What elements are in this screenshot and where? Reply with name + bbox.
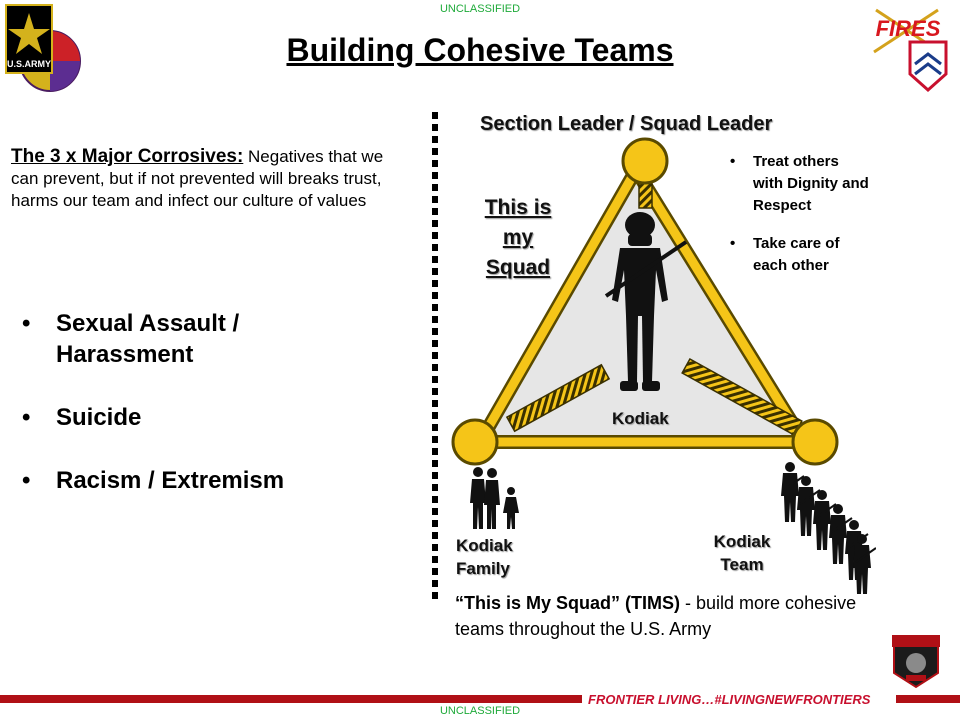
- corrosives-list: • Sexual Assault / Harassment • Suicide • R…: [22, 308, 352, 528]
- center-label: Kodiak: [612, 409, 669, 428]
- bullet: •: [730, 153, 736, 170]
- node-left: [451, 418, 499, 466]
- family-label: Kodiak Family: [456, 534, 513, 580]
- classification-top: UNCLASSIFIED: [439, 3, 521, 15]
- list-item: • Treat others with Dignity and Respect: [730, 151, 870, 217]
- node-top: [621, 137, 669, 185]
- list-item-text: Treat others with Dignity and Respect: [753, 153, 869, 214]
- list-item: • Racism / Extremism: [22, 465, 352, 496]
- list-item: • Take care of each other: [730, 233, 870, 277]
- tims-label: This is my Squad: [468, 193, 568, 283]
- fires-logo-text: FIRES: [876, 16, 941, 41]
- section-leader-label: Section Leader / Squad Leader: [480, 113, 773, 135]
- family-silhouette-icon: [470, 467, 519, 529]
- tims-line: Squad: [485, 256, 551, 279]
- army-logo-text: U.S.ARMY: [7, 59, 51, 69]
- tims-line: This is: [484, 196, 552, 219]
- list-item: • Sexual Assault / Harassment: [22, 308, 352, 370]
- soldier-silhouette-icon: [604, 212, 688, 391]
- list-item-text: Sexual Assault / Harassment: [56, 310, 240, 368]
- bullet: •: [22, 310, 31, 337]
- list-item-text: Take care of each other: [753, 235, 840, 274]
- connector-left: [505, 363, 611, 433]
- squad-triangle-diagram: [451, 137, 839, 466]
- team-label: Kodiak Team: [703, 530, 781, 576]
- tims-caption-text: - build more cohesive teams throughout t…: [455, 593, 857, 639]
- corrosives-paragraph: The 3 x Major Corrosives: Negatives that…: [11, 146, 411, 212]
- node-right: [791, 418, 839, 466]
- classification-bottom: UNCLASSIFIED: [439, 705, 521, 717]
- tims-line: my: [502, 226, 534, 249]
- page-title: Building Cohesive Teams: [286, 32, 674, 68]
- bullet: •: [22, 467, 31, 494]
- ada-patch-icon: [892, 635, 940, 689]
- list-item: • Suicide: [22, 402, 352, 433]
- team-label-line: Kodiak: [713, 532, 771, 551]
- tims-caption-bold: “This is My Squad” (TIMS): [455, 593, 681, 613]
- values-list: • Treat others with Dignity and Respect •…: [730, 151, 870, 293]
- bullet: •: [730, 235, 736, 252]
- family-label-line: Family: [456, 559, 510, 578]
- family-label-line: Kodiak: [456, 536, 513, 555]
- list-item-text: Suicide: [56, 404, 142, 431]
- bullet: •: [22, 404, 31, 431]
- team-label-line: Team: [720, 555, 764, 574]
- footer-bar-right: [896, 695, 960, 703]
- corrosives-lead: The 3 x Major Corrosives:: [11, 146, 244, 167]
- fires-logo-icon: FIRES: [873, 8, 948, 92]
- tims-caption: “This is My Squad” (TIMS) - build more c…: [455, 590, 875, 642]
- squad-silhouette-icon: [781, 462, 876, 594]
- army-star-icon: U.S.ARMY: [5, 4, 81, 92]
- footer-slogan: FRONTIER LIVING…#LIVINGNEWFRONTIERS: [588, 692, 871, 707]
- corrosives-text: Negatives that we can prevent, but if no…: [11, 147, 384, 210]
- dashed-divider: [432, 112, 438, 604]
- list-item-text: Racism / Extremism: [56, 467, 285, 494]
- footer-bar-left: [0, 695, 582, 703]
